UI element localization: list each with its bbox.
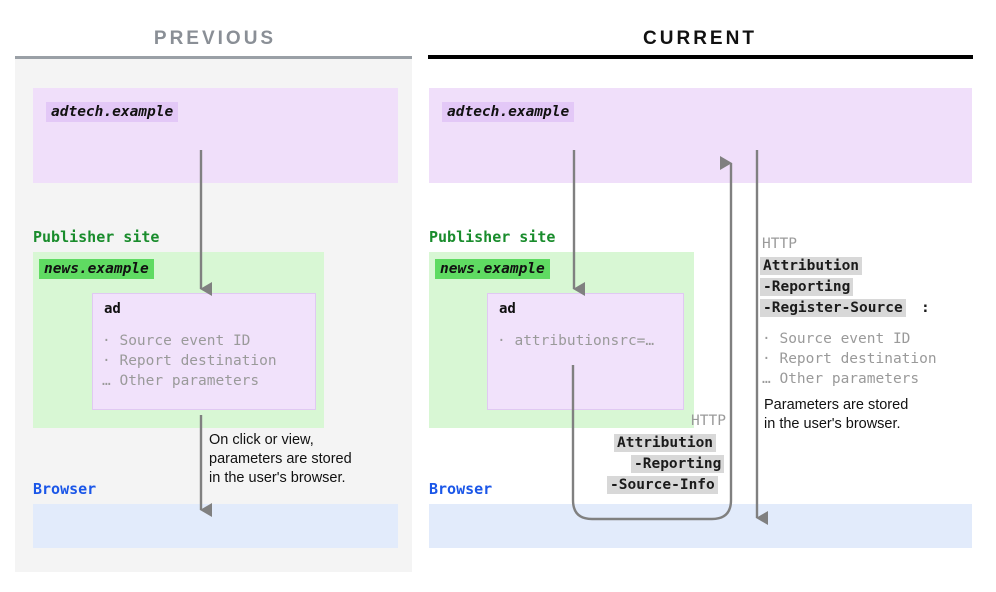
response-header-chip-reporting: -Reporting — [760, 278, 854, 296]
storage-note-current: Parameters are stored in the user's brow… — [764, 397, 909, 432]
ad-box-title-current: ad — [499, 301, 516, 317]
ad-parameters-current: · attributionsrc=… — [497, 333, 655, 349]
ad-box-title-previous: ad — [104, 301, 121, 317]
request-header-chip-attribution: Attribution — [614, 434, 717, 452]
publisher-site-label-current: Publisher site — [429, 228, 556, 246]
response-header-parameters: · Source event ID · Report destination …… — [762, 331, 937, 387]
news-domain-badge-current: news.example — [435, 259, 550, 279]
browser-label-current: Browser — [429, 480, 493, 498]
adtech-domain-badge-current: adtech.example — [442, 102, 575, 122]
request-header-chip-reporting: -Reporting — [631, 455, 725, 473]
panel-title-previous: PREVIOUS — [153, 28, 277, 49]
ad-parameters-previous: · Source event ID · Report destination …… — [102, 333, 277, 389]
browser-surface-previous — [33, 504, 398, 548]
response-header-chip-register-source: -Register-Source — [760, 299, 906, 317]
request-http-label: HTTP — [691, 413, 726, 429]
browser-surface-current — [429, 504, 972, 548]
adtech-domain-badge-previous: adtech.example — [46, 102, 179, 122]
panel-divider-previous — [15, 56, 412, 59]
news-domain-badge-previous: news.example — [39, 259, 154, 279]
browser-label-previous: Browser — [33, 480, 97, 498]
panel-divider-current — [428, 55, 973, 59]
response-header-colon: : — [921, 300, 930, 316]
ad-box-current — [487, 293, 684, 410]
response-header-chip-attribution: Attribution — [760, 257, 863, 275]
request-header-chip-source-info: -Source-Info — [607, 476, 718, 494]
publisher-site-label-previous: Publisher site — [33, 228, 160, 246]
panel-title-current: CURRENT — [643, 28, 757, 49]
flow-note-previous: On click or view, parameters are stored … — [209, 432, 352, 486]
response-http-label: HTTP — [762, 236, 797, 252]
